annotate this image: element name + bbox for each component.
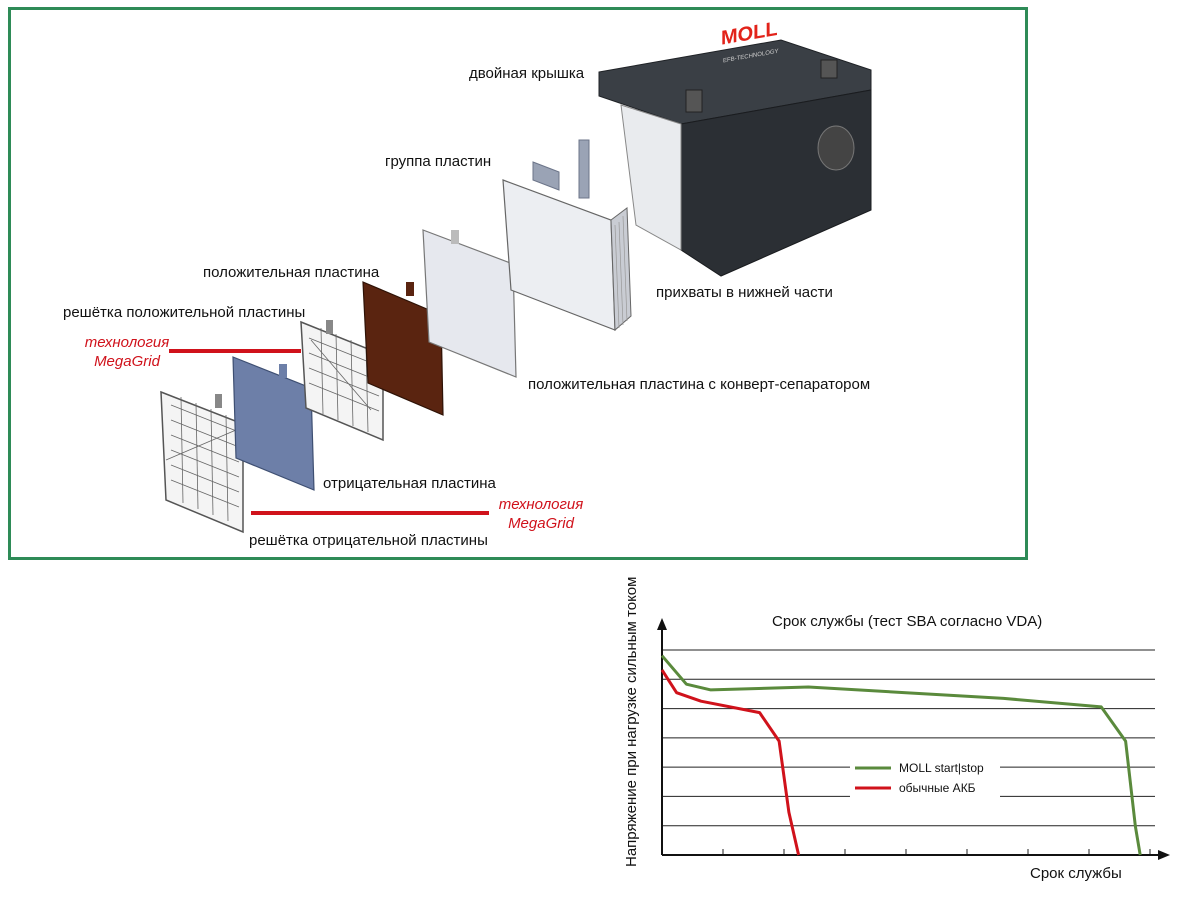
megagrid-bottom-line1: технология bbox=[498, 496, 584, 513]
label-positive-grid: решётка положительной пластины bbox=[63, 304, 306, 321]
chart-series-line-0 bbox=[660, 654, 1142, 856]
lifetime-chart: MOLL start|stop обычные АКБ Срок службы (… bbox=[620, 576, 1180, 900]
label-negative-grid: решётка отрицательной пластины bbox=[249, 532, 488, 549]
megagrid-label-bottom: технология MegaGrid bbox=[491, 495, 591, 533]
label-plate-group: группа пластин bbox=[385, 153, 492, 170]
negative-grid-drawing bbox=[160, 390, 244, 534]
chart-y-axis-title: Напряжение при нагрузке сильным током bbox=[623, 576, 640, 867]
chart-legend-box bbox=[850, 758, 1000, 800]
megagrid-label-top: технология MegaGrid bbox=[77, 333, 177, 371]
label-positive-plate: положительная пластина bbox=[203, 264, 380, 281]
battery-subbrand-text: start|stop bbox=[779, 10, 812, 25]
label-positive-plate-separator: положительная пластина с конверт-сепарат… bbox=[528, 376, 871, 393]
chart-legend-label-1: обычные АКБ bbox=[899, 781, 976, 795]
chart-legend-label-0: MOLL start|stop bbox=[899, 761, 984, 775]
megagrid-bottom-line2: MegaGrid bbox=[508, 515, 574, 532]
chart-svg: MOLL start|stop обычные АКБ bbox=[657, 618, 1170, 860]
megagrid-top-line2: MegaGrid bbox=[94, 353, 160, 370]
chart-x-axis-title: Срок службы bbox=[1030, 865, 1122, 882]
chart-y-axis-arrow bbox=[657, 618, 667, 630]
positive-grid-drawing bbox=[300, 320, 384, 442]
positive-plate-drawing bbox=[362, 281, 444, 416]
label-bottom-holds: прихваты в нижней части bbox=[656, 284, 833, 301]
label-double-lid: двойная крышка bbox=[469, 65, 585, 82]
chart-title: Срок службы (тест SBA согласно VDA) bbox=[772, 613, 1043, 630]
chart-x-axis-arrow bbox=[1158, 850, 1170, 860]
label-negative-plate: отрицательная пластина bbox=[323, 475, 496, 492]
battery-drawing: MOLL start|stop EFB-TECHNOLOGY bbox=[598, 10, 872, 277]
negative-plate-drawing bbox=[232, 356, 315, 491]
separator-plate-drawing bbox=[422, 229, 517, 378]
megagrid-top-line1: технология bbox=[84, 334, 170, 351]
diagram-frame: MOLL start|stop EFB-TECHNOLOGY двойная к… bbox=[8, 7, 1028, 560]
chart-series-line-1 bbox=[660, 669, 801, 856]
plate-group-drawing bbox=[502, 139, 632, 332]
exploded-battery-illustration: MOLL start|stop EFB-TECHNOLOGY bbox=[160, 10, 872, 534]
